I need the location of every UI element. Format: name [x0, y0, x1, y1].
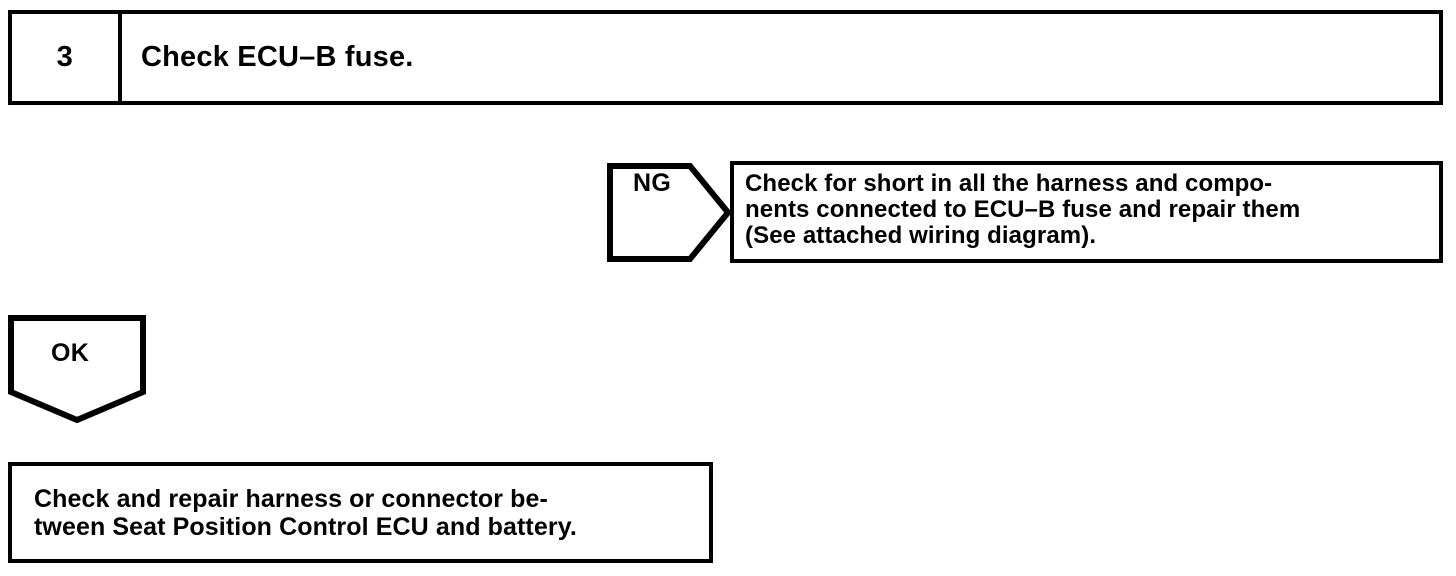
final-action-box: Check and repair harness or connector be… [8, 462, 713, 563]
step-title-cell: Check ECU–B fuse. [122, 14, 1439, 101]
step-title: Check ECU–B fuse. [141, 41, 414, 74]
ng-result-text: Check for short in all the harness and c… [745, 170, 1301, 249]
final-action-text: Check and repair harness or connector be… [34, 484, 577, 541]
ng-label: NG [633, 169, 672, 197]
ok-label: OK [51, 339, 90, 367]
ng-branch-arrow: NG [607, 163, 731, 262]
pentagon-arrow-right-icon [607, 163, 731, 262]
ok-branch-arrow: OK [8, 315, 146, 423]
step-number-cell: 3 [12, 14, 122, 101]
pentagon-arrow-down-icon [8, 315, 146, 423]
step-number: 3 [56, 41, 74, 73]
step-row: 3 Check ECU–B fuse. [8, 10, 1443, 105]
ng-result-box: Check for short in all the harness and c… [730, 161, 1443, 263]
